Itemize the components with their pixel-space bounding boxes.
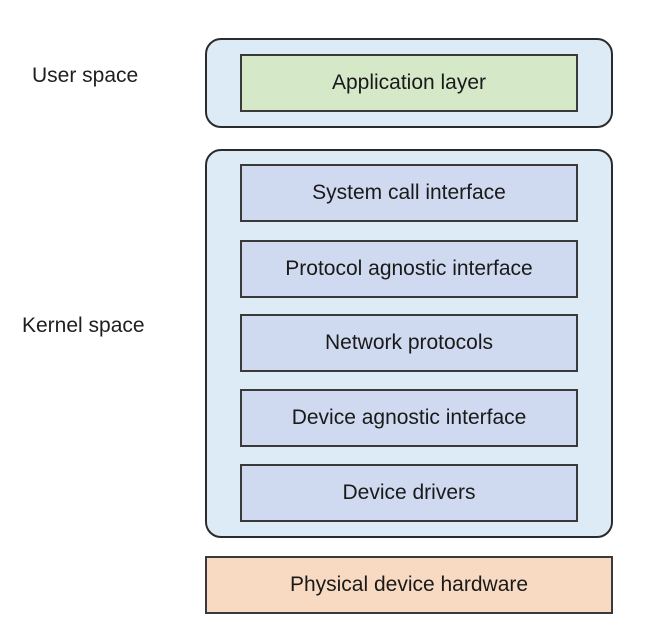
device-agnostic-interface-box: Device agnostic interface (240, 389, 578, 447)
network-protocols-box: Network protocols (240, 314, 578, 372)
application-layer-box: Application layer (240, 54, 578, 112)
physical-device-hardware-box: Physical device hardware (205, 556, 613, 614)
kernel-space-label: Kernel space (22, 314, 145, 337)
system-call-interface-box: System call interface (240, 164, 578, 222)
user-space-label: User space (32, 64, 139, 87)
protocol-agnostic-interface-box: Protocol agnostic interface (240, 240, 578, 298)
device-drivers-box: Device drivers (240, 464, 578, 522)
